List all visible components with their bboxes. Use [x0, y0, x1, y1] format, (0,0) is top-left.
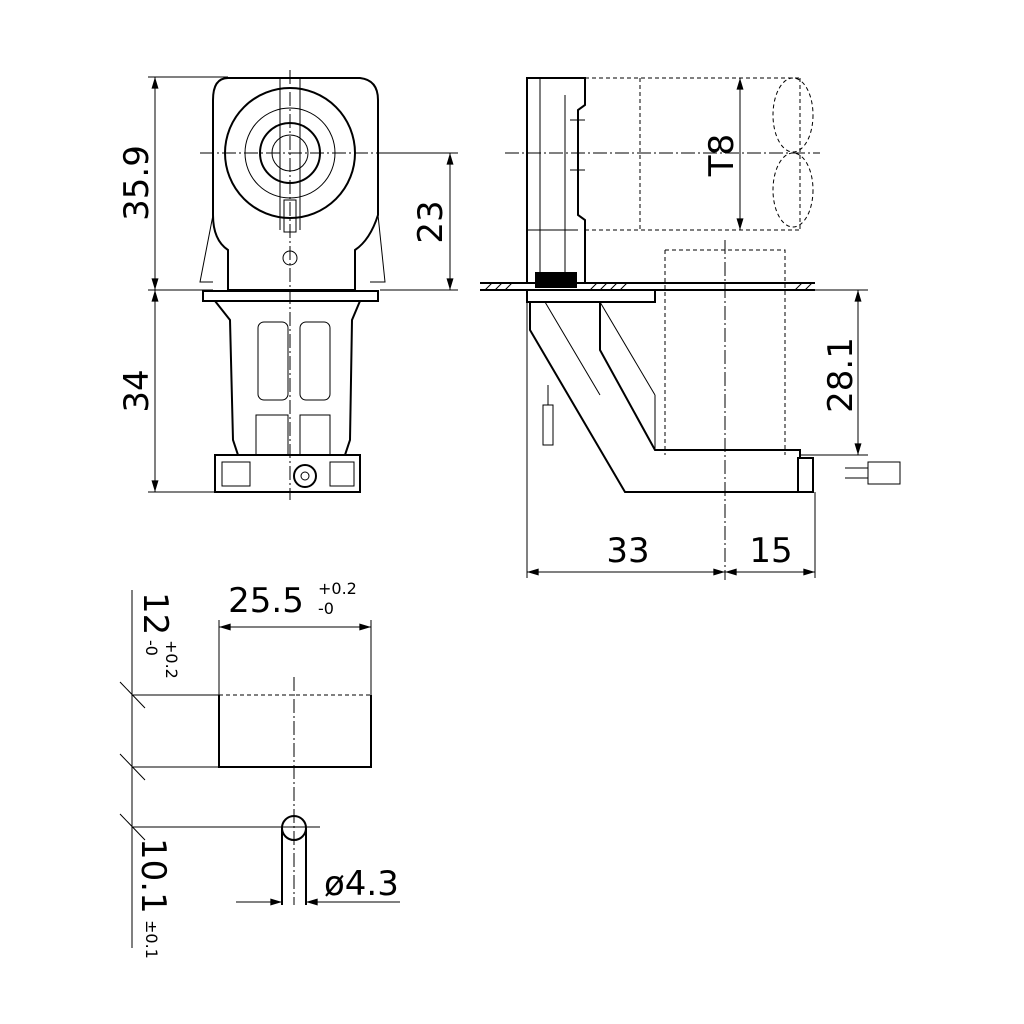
cutout-height: 12: [135, 592, 175, 635]
panel-cutout-view: 25.5 +0.2 -0 12 +0.2 -0 ø4.3 10.1 ±0.1: [119, 579, 400, 959]
dim-center-height: 23: [411, 200, 451, 243]
cutout-height-tol-minus: -0: [142, 640, 161, 656]
hole-offset: 10.1: [133, 838, 173, 914]
tube-label: T8: [702, 134, 742, 177]
dim-offset-right: 15: [749, 531, 792, 571]
dim-height-top: 35.9: [117, 145, 157, 221]
dim-height-bottom: 34: [117, 369, 157, 412]
cutout-height-tol-plus: +0.2: [162, 640, 181, 679]
front-view: 35.9 34 23: [117, 70, 458, 500]
hole-diameter: ø4.3: [324, 864, 399, 904]
hole-offset-tol: ±0.1: [142, 920, 161, 959]
dim-offset-left: 33: [606, 531, 649, 571]
cutout-width: 25.5: [228, 581, 304, 621]
side-view: T8 28.1 33 15: [480, 77, 901, 580]
dim-depth-below-panel: 28.1: [821, 337, 861, 413]
cutout-width-tol-plus: +0.2: [318, 579, 357, 598]
cutout-width-tol-minus: -0: [318, 599, 334, 618]
